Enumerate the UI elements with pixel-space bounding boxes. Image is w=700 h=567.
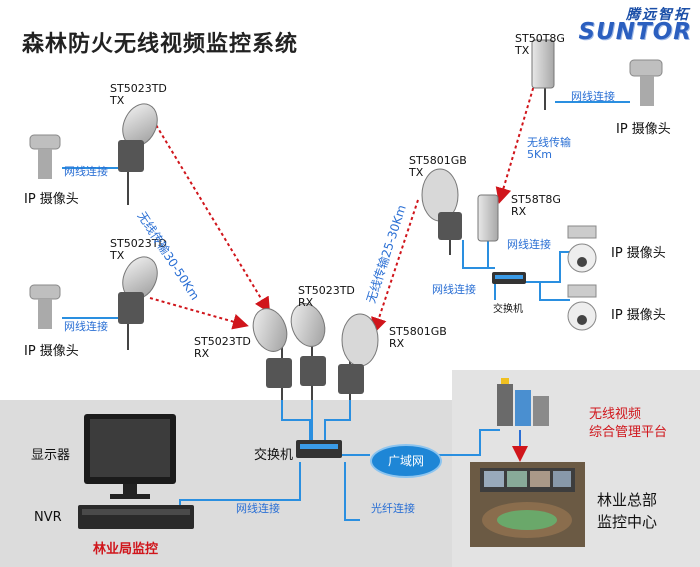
monitor-label: 显示器 xyxy=(31,448,71,463)
camera-label-top-left: IP 摄像头 xyxy=(24,192,79,207)
camera-icon-mid-left xyxy=(29,284,61,329)
link-label-top-right: 网线连接 xyxy=(571,90,615,103)
brand-logo: 腾远智拓 SUNTOR xyxy=(558,4,698,45)
device-role-rx-right: RX xyxy=(389,337,405,350)
nvr-label: NVR xyxy=(34,510,62,525)
grid-antenna-rx-mid xyxy=(290,303,326,386)
camera-label-right-2: IP 摄像头 xyxy=(611,308,666,323)
brand-name-cn: 腾远智拓 xyxy=(626,7,690,23)
camera-label-mid-left: IP 摄像头 xyxy=(24,344,79,359)
device-role-tx-top: TX xyxy=(110,94,125,107)
dome-camera-icon-1 xyxy=(567,225,597,273)
grid-antenna-mid xyxy=(118,256,158,324)
wan-badge: 广域网 xyxy=(370,444,442,478)
monitor-icon xyxy=(84,414,176,499)
device-role-tx-mid: TX xyxy=(110,249,125,262)
wireless-label-5km-line2: 5Km xyxy=(527,148,552,161)
device-role-rx-58t8g: RX xyxy=(511,205,527,218)
switch-label-right: 交换机 xyxy=(493,304,523,315)
grid-antenna-rx-left xyxy=(252,308,292,388)
device-model-rx-right: ST5801GB xyxy=(389,325,447,338)
device-role-rx-left: RX xyxy=(194,347,210,360)
platform-label-line1: 无线视频 xyxy=(589,407,642,422)
server-icon xyxy=(497,378,549,426)
camera-icon-top-left xyxy=(29,134,61,179)
device-model-tx-top: ST5023TD xyxy=(110,82,167,95)
switch-icon-right xyxy=(492,272,526,284)
link-label-switch-right: 网线连接 xyxy=(432,283,476,296)
switch-icon-bottom xyxy=(296,440,342,458)
device-model-rx-58t8g: ST58T8G xyxy=(511,193,561,206)
link-label-top-left: 网线连接 xyxy=(64,165,108,178)
dome-camera-icon-2 xyxy=(567,284,597,331)
link-label-fiber: 光纤连接 xyxy=(371,502,415,515)
panel-antenna-50t8g xyxy=(531,39,555,89)
switch-label-bottom: 交换机 xyxy=(254,448,294,463)
device-model-tx-50t8g: ST50T8G xyxy=(515,32,565,45)
link-label-right: 网线连接 xyxy=(507,238,551,251)
link-label-bottom: 网线连接 xyxy=(236,502,280,515)
wireless-label-5km-line1: 无线传输 xyxy=(527,136,571,149)
device-model-rx-left: ST5023TD xyxy=(194,335,251,348)
camera-label-top-right: IP 摄像头 xyxy=(616,122,671,137)
camera-icon-top-right xyxy=(629,59,663,106)
solid-dish-rx-right xyxy=(338,313,379,394)
link-label-mid-left: 网线连接 xyxy=(64,320,108,333)
platform-label-line2: 综合管理平台 xyxy=(589,425,668,440)
grid-antenna-top xyxy=(118,103,158,172)
device-model-tx-mid: ST5023TD xyxy=(110,237,167,250)
bureau-label: 林业局监控 xyxy=(93,542,159,557)
panel-antenna-58t8g xyxy=(477,194,499,242)
nvr-icon xyxy=(78,505,194,529)
hq-label-line2: 监控中心 xyxy=(597,513,658,531)
diagram-title: 森林防火无线视频监控系统 xyxy=(22,32,299,57)
hq-label-line1: 林业总部 xyxy=(597,491,658,509)
solid-dish-tx-5801 xyxy=(421,168,462,240)
bureau-area xyxy=(0,400,458,567)
camera-label-right-1: IP 摄像头 xyxy=(611,246,666,261)
device-model-tx-5801: ST5801GB xyxy=(409,154,467,167)
device-role-rx-mid: RX xyxy=(298,296,314,309)
brand-name-en: SUNTOR xyxy=(578,19,692,45)
device-role-tx-50t8g: TX xyxy=(515,44,530,57)
control-room-image xyxy=(470,462,585,547)
device-model-rx-mid: ST5023TD xyxy=(298,284,355,297)
device-role-tx-5801: TX xyxy=(409,166,424,179)
